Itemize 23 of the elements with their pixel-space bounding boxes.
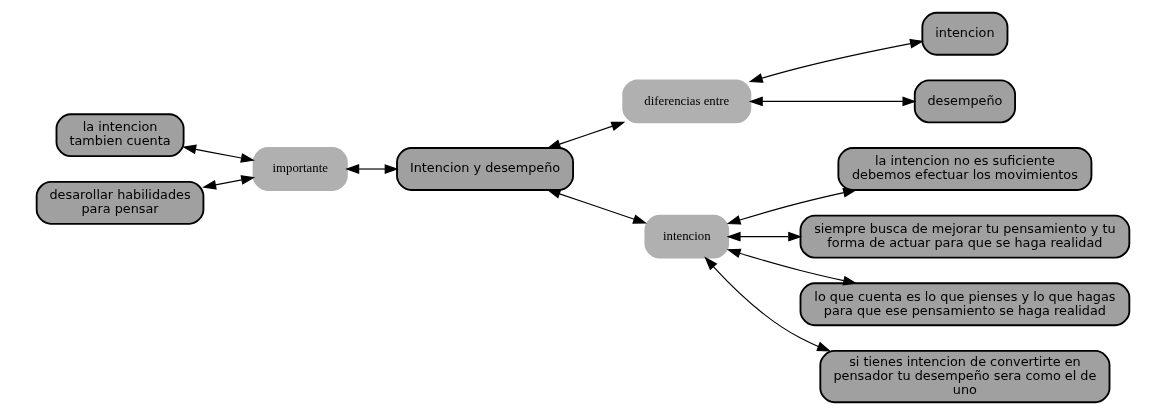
arrow <box>726 248 857 286</box>
arrow <box>748 38 924 83</box>
arrow <box>703 256 831 352</box>
arrow <box>344 164 399 174</box>
arrow <box>181 144 255 163</box>
node-box: intencion <box>643 214 729 259</box>
node-box: la intencion tambien cuenta <box>55 113 185 158</box>
arrow <box>726 231 802 242</box>
node-box: lo que cuenta es lo que pienses y lo que hagas para que ese pensamiento se haga realidad <box>799 282 1130 327</box>
arrow <box>726 187 857 225</box>
node-box: diferencias entre <box>621 79 751 124</box>
node-box: desarollar habilidades para pensar <box>35 180 204 225</box>
node-box: si tienes intencion de convertirte en pensador tu desempeño sera como el de uno <box>818 350 1110 404</box>
arrow <box>546 121 625 149</box>
node-box: desempeño <box>913 79 1016 124</box>
node-box: intencion <box>920 11 1008 56</box>
node-box: la intencion no es suficiente debemos efectuar los movimientos <box>836 147 1092 191</box>
node-box: importante <box>252 147 348 191</box>
arrow <box>748 96 916 107</box>
arrow <box>201 175 255 190</box>
arrow <box>546 189 647 224</box>
node-box: Intencion y desempeño <box>395 147 574 191</box>
node-box: siempre busca de mejorar tu pensamiento y tu forma de actuar para que se haga realidad <box>799 214 1130 259</box>
